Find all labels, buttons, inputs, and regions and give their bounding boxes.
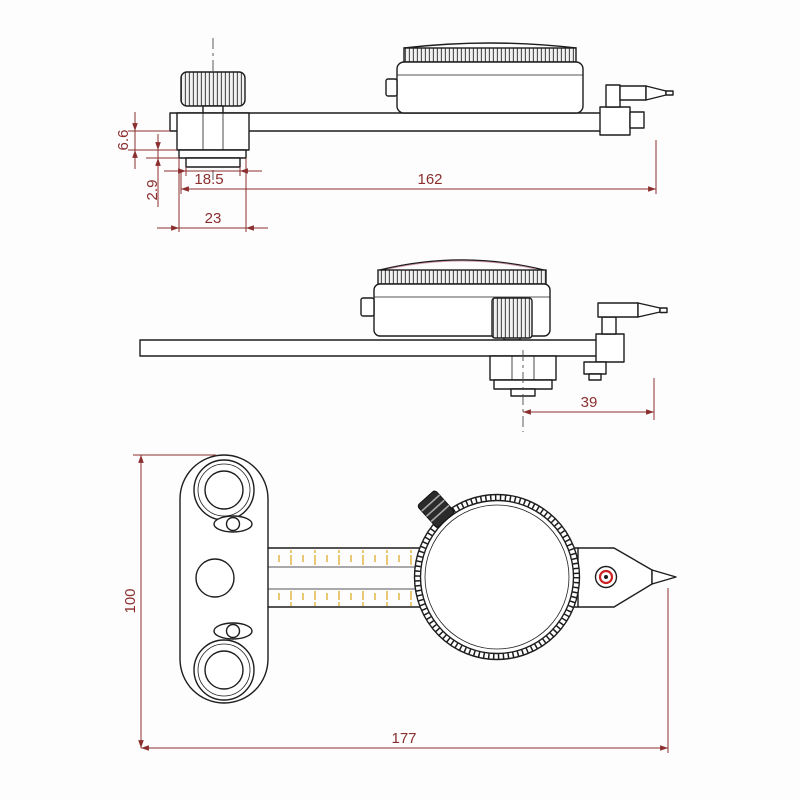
clamp-foot (185, 157, 241, 168)
stylus-barrel (597, 302, 639, 318)
stylus-arm (605, 84, 621, 108)
clamp-knurled-knob (180, 71, 246, 107)
rest-nub (588, 373, 602, 381)
clamp-lip (178, 149, 247, 159)
dim-label-lip-width: 23 (205, 210, 222, 227)
dim-label-overall-side: 162 (417, 171, 442, 188)
clamp-body (176, 112, 250, 151)
stylus-cone (637, 302, 661, 318)
dial-body (396, 61, 584, 114)
dimensions-plan-view: 100 177 (122, 454, 669, 753)
stylus-barrel (619, 85, 647, 101)
dim-label-plan-width: 100 (122, 588, 139, 613)
view-side-elevation-lower (139, 259, 668, 432)
right-bracket (595, 333, 625, 363)
right-bracket (599, 106, 631, 136)
dial-knurled-bezel (403, 47, 577, 63)
dim-label-lip-thickness: 2.9 (144, 180, 161, 201)
dimensions-lower-view: 39 (522, 378, 655, 420)
dial-inner-ring (419, 499, 575, 655)
dim-label-foot-width: 18.5 (194, 171, 223, 188)
dim-label-plan-length: 177 (391, 730, 416, 747)
stylus-cone (651, 569, 677, 585)
dim-label-right-offset: 39 (581, 394, 598, 411)
stylus-tip (665, 90, 674, 96)
dim-label-clamp-height: 6.6 (115, 130, 132, 151)
pivot-red-ring (598, 569, 614, 585)
dial-bezel-dome (403, 42, 577, 49)
dial-side-button (385, 78, 398, 97)
stylus-cone (645, 85, 667, 101)
stylus-tip (659, 307, 668, 314)
crown-knob (417, 490, 455, 528)
clamp-knob-neck (202, 105, 224, 114)
dial-side-button (360, 297, 375, 317)
dimensions-upper-view: 162 18.5 23 6.6 2.9 (115, 112, 657, 232)
beam (139, 339, 603, 357)
wing-nut-top (213, 515, 253, 533)
wing-nut-bottom (213, 622, 253, 640)
dial-dome-highlight (387, 260, 537, 270)
dial-knurled-bezel (377, 269, 547, 285)
rest-block (583, 361, 607, 375)
stylus-arm (601, 316, 617, 335)
dial-knurl-ticks (415, 495, 579, 659)
view-side-elevation-upper (169, 38, 674, 180)
right-bracket-tab (629, 111, 645, 129)
view-plan (179, 454, 677, 704)
dial-bezel-dome (379, 259, 545, 271)
center-hole (195, 558, 235, 598)
pivot-center (604, 575, 608, 579)
locking-knurled-nut (491, 297, 533, 339)
